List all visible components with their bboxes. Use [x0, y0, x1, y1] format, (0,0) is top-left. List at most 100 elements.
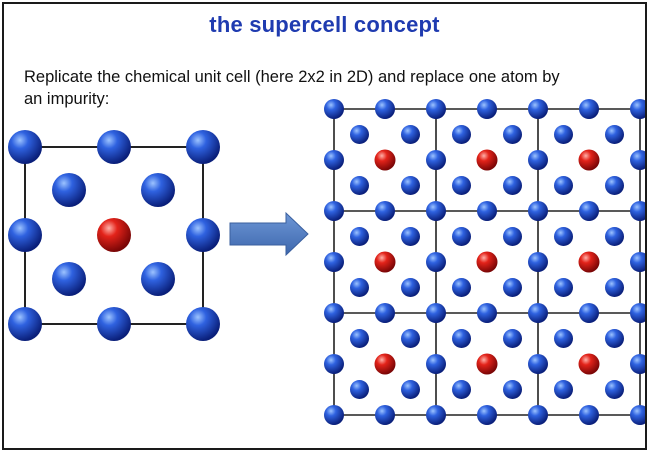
host-atom: [605, 227, 624, 246]
host-atom: [350, 176, 369, 195]
host-atom: [528, 354, 548, 374]
unit-cell-atoms: [8, 130, 220, 341]
host-atom: [452, 278, 471, 297]
host-atom: [426, 303, 446, 323]
impurity-atom: [97, 218, 131, 252]
host-atom: [528, 201, 548, 221]
host-atom: [375, 201, 395, 221]
host-atom: [324, 303, 344, 323]
host-atom: [186, 218, 220, 252]
host-atom: [350, 329, 369, 348]
host-atom: [528, 303, 548, 323]
host-atom: [375, 405, 395, 425]
host-atom: [630, 354, 645, 374]
host-atom: [350, 278, 369, 297]
host-atom: [452, 329, 471, 348]
host-atom: [401, 278, 420, 297]
host-atom: [401, 380, 420, 399]
host-atom: [630, 99, 645, 119]
host-atom: [324, 405, 344, 425]
host-atom: [477, 99, 497, 119]
host-atom: [579, 405, 599, 425]
host-atom: [324, 252, 344, 272]
host-atom: [426, 99, 446, 119]
host-atom: [579, 99, 599, 119]
host-atom: [503, 329, 522, 348]
impurity-atom: [578, 353, 600, 375]
host-atom: [52, 262, 86, 296]
host-atom: [579, 201, 599, 221]
host-atom: [401, 329, 420, 348]
host-atom: [528, 405, 548, 425]
host-atom: [375, 303, 395, 323]
host-atom: [503, 380, 522, 399]
host-atom: [426, 150, 446, 170]
host-atom: [503, 227, 522, 246]
impurity-atom: [374, 149, 396, 171]
host-atom: [528, 99, 548, 119]
host-atom: [477, 303, 497, 323]
supercell-diagram: [8, 99, 645, 425]
host-atom: [630, 405, 645, 425]
slide: the supercell concept Replicate the chem…: [2, 2, 647, 450]
host-atom: [401, 227, 420, 246]
host-atom: [350, 380, 369, 399]
host-atom: [554, 176, 573, 195]
host-atom: [8, 218, 42, 252]
impurity-atom: [374, 353, 396, 375]
impurity-atom: [476, 353, 498, 375]
host-atom: [452, 125, 471, 144]
host-atom: [186, 130, 220, 164]
slide-description: Replicate the chemical unit cell (here 2…: [24, 68, 560, 108]
host-atom: [452, 380, 471, 399]
impurity-atom: [578, 251, 600, 273]
host-atom: [477, 201, 497, 221]
host-atom: [8, 130, 42, 164]
host-atom: [503, 125, 522, 144]
host-atom: [426, 252, 446, 272]
host-atom: [350, 227, 369, 246]
host-atom: [97, 130, 131, 164]
host-atom: [324, 201, 344, 221]
host-atom: [528, 252, 548, 272]
host-atom: [554, 125, 573, 144]
host-atom: [324, 150, 344, 170]
host-atom: [141, 173, 175, 207]
host-atom: [477, 405, 497, 425]
right-arrow-icon: [229, 211, 309, 257]
host-atom: [554, 227, 573, 246]
host-atom: [8, 307, 42, 341]
host-atom: [52, 173, 86, 207]
host-atom: [375, 99, 395, 119]
host-atom: [426, 201, 446, 221]
host-atom: [528, 150, 548, 170]
impurity-atom: [476, 149, 498, 171]
host-atom: [97, 307, 131, 341]
host-atom: [554, 278, 573, 297]
host-atom: [605, 125, 624, 144]
supercell-atoms: [324, 99, 645, 425]
host-atom: [579, 303, 599, 323]
host-atom: [630, 303, 645, 323]
host-atom: [426, 354, 446, 374]
host-atom: [605, 329, 624, 348]
host-atom: [605, 380, 624, 399]
host-atom: [630, 150, 645, 170]
host-atom: [186, 307, 220, 341]
host-atom: [503, 176, 522, 195]
impurity-atom: [476, 251, 498, 273]
host-atom: [324, 99, 344, 119]
host-atom: [350, 125, 369, 144]
host-atom: [452, 227, 471, 246]
impurity-atom: [578, 149, 600, 171]
host-atom: [630, 201, 645, 221]
host-atom: [401, 125, 420, 144]
host-atom: [605, 176, 624, 195]
host-atom: [605, 278, 624, 297]
impurity-atom: [374, 251, 396, 273]
host-atom: [630, 252, 645, 272]
host-atom: [426, 405, 446, 425]
host-atom: [503, 278, 522, 297]
host-atom: [324, 354, 344, 374]
slide-title: the supercell concept: [209, 12, 440, 37]
